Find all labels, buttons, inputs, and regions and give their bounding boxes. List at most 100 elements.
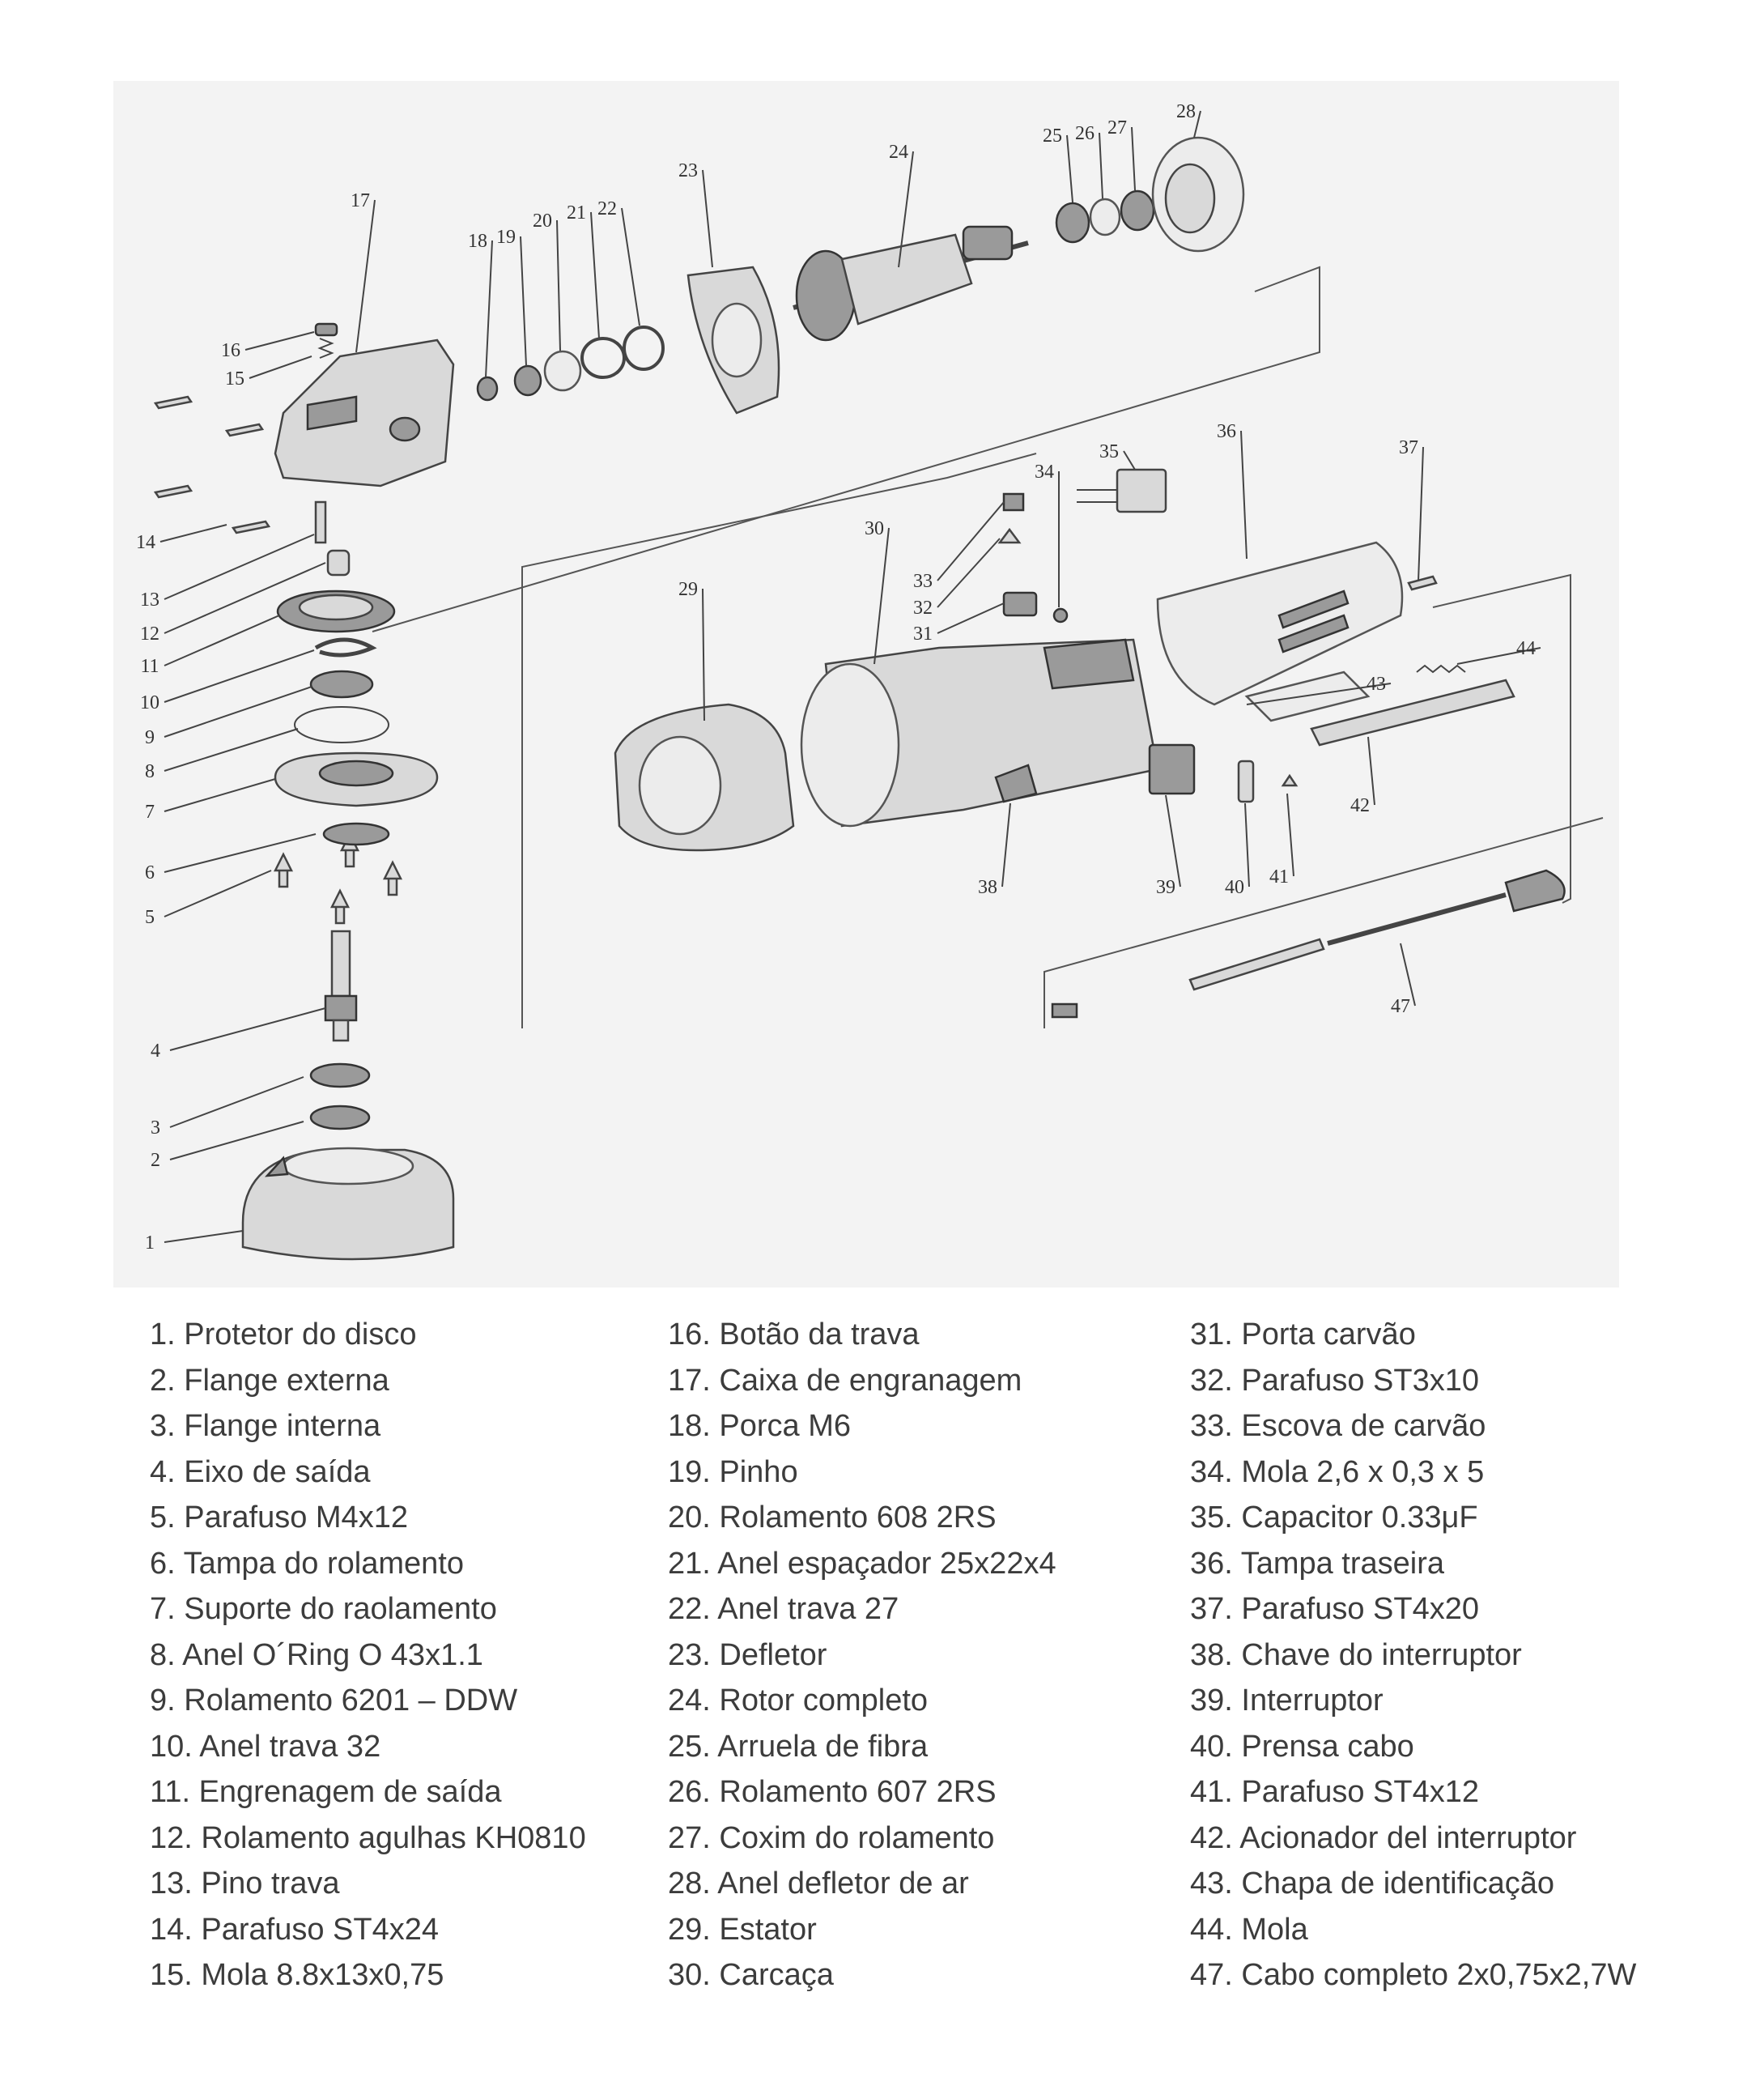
callout-leader-30 bbox=[873, 527, 890, 665]
callout-label-33: 33 bbox=[913, 571, 933, 592]
part-rear-cover bbox=[1156, 541, 1404, 706]
legend-item: 12. Rolamento agulhas KH0810 bbox=[150, 1820, 586, 1855]
group-frame-housing bbox=[521, 453, 1037, 1028]
legend-item: 34. Mola 2,6 x 0,3 x 5 bbox=[1190, 1454, 1485, 1489]
legend-item: 4. Eixo de saída bbox=[150, 1454, 371, 1489]
callout-leader-23 bbox=[702, 169, 713, 268]
legend-item: 2. Flange externa bbox=[150, 1363, 389, 1398]
callout-label-44: 44 bbox=[1516, 638, 1536, 659]
part-needle-bearing bbox=[326, 549, 351, 577]
callout-label-43: 43 bbox=[1367, 674, 1386, 695]
legend-item: 30. Carcaça bbox=[668, 1958, 834, 1992]
callout-label-2: 2 bbox=[151, 1150, 160, 1171]
legend-item: 14. Parafuso ST4x24 bbox=[150, 1912, 439, 1947]
legend-item: 1. Protetor do disco bbox=[150, 1317, 417, 1351]
callout-label-6: 6 bbox=[145, 862, 155, 883]
callout-leader-8 bbox=[164, 728, 299, 772]
legend-item: 20. Rolamento 608 2RS bbox=[668, 1500, 997, 1535]
part-rotor bbox=[793, 225, 1029, 342]
callout-leader-32 bbox=[937, 538, 1001, 608]
legend-item: 38. Chave do interruptor bbox=[1190, 1637, 1522, 1672]
legend-item: 35. Capacitor 0.33μF bbox=[1190, 1500, 1478, 1535]
legend-item: 9. Rolamento 6201 – DDW bbox=[150, 1684, 518, 1718]
callout-leader-15 bbox=[249, 355, 312, 379]
callout-label-28: 28 bbox=[1176, 101, 1196, 122]
legend-item: 22. Anel trava 27 bbox=[668, 1592, 899, 1626]
callout-label-29: 29 bbox=[678, 579, 698, 600]
callout-leader-21 bbox=[590, 211, 600, 339]
legend-column-3: 31. Porta carvão 32. Parafuso ST3x10 33.… bbox=[1190, 1312, 1692, 1999]
callout-leader-4 bbox=[169, 1007, 326, 1051]
callout-label-36: 36 bbox=[1217, 421, 1236, 442]
part-output-gear bbox=[276, 590, 396, 633]
legend-item: 42. Acionador del interruptor bbox=[1190, 1820, 1577, 1855]
legend-item: 13. Pino trava bbox=[150, 1867, 340, 1901]
legend-item: 8. Anel O´Ring O 43x1.1 bbox=[150, 1637, 483, 1672]
callout-label-38: 38 bbox=[978, 877, 997, 898]
callout-leader-36 bbox=[1240, 430, 1248, 560]
legend-item: 44. Mola bbox=[1190, 1912, 1308, 1947]
callout-leader-29 bbox=[702, 588, 705, 722]
group-frame-switch bbox=[1432, 573, 1571, 904]
legend-item: 6. Tampa do rolamento bbox=[150, 1546, 464, 1581]
callout-leader-31 bbox=[937, 602, 1005, 634]
legend-item: 41. Parafuso ST4x12 bbox=[1190, 1775, 1479, 1809]
legend-column-2: 16. Botão da trava 17. Caixa de engranag… bbox=[668, 1312, 1170, 1999]
legend-item: 28. Anel defletor de ar bbox=[668, 1867, 969, 1901]
part-switch-key bbox=[994, 764, 1038, 803]
callout-leader-47 bbox=[1400, 943, 1416, 1007]
callout-label-47: 47 bbox=[1391, 996, 1410, 1017]
part-brush-holder bbox=[997, 492, 1038, 617]
callout-leader-35 bbox=[1123, 450, 1136, 470]
part-spring bbox=[1416, 664, 1466, 674]
callout-label-15: 15 bbox=[225, 368, 244, 389]
part-cable bbox=[1051, 869, 1566, 1019]
callout-label-7: 7 bbox=[145, 802, 155, 823]
part-bearing-cushion bbox=[1120, 189, 1155, 232]
callout-leader-33 bbox=[937, 501, 1005, 581]
part-deflector bbox=[686, 266, 780, 415]
part-screws-m4x12 bbox=[273, 832, 403, 925]
legend-item: 33. Escova de carvão bbox=[1190, 1409, 1486, 1443]
legend-item: 26. Rolamento 607 2RS bbox=[668, 1775, 997, 1809]
part-switch bbox=[1148, 743, 1196, 795]
callout-label-26: 26 bbox=[1075, 123, 1095, 144]
callout-leader-27 bbox=[1131, 126, 1136, 191]
callout-leader-37 bbox=[1418, 446, 1424, 582]
callout-label-42: 42 bbox=[1350, 795, 1370, 816]
callout-leader-14 bbox=[159, 524, 227, 543]
part-lock-pin bbox=[314, 500, 327, 544]
legend-item: 39. Interruptor bbox=[1190, 1684, 1384, 1718]
parts-legend: 1. Protetor do disco 2. Flange externa 3… bbox=[150, 1312, 1688, 1992]
part-inner-flange bbox=[309, 1062, 371, 1088]
part-screw-st4x12 bbox=[1281, 773, 1299, 787]
callout-label-31: 31 bbox=[913, 624, 933, 645]
callout-label-19: 19 bbox=[496, 227, 516, 248]
part-motor-housing bbox=[800, 638, 1159, 828]
callout-label-17: 17 bbox=[351, 190, 370, 211]
callout-leader-44 bbox=[1456, 647, 1541, 665]
callout-label-16: 16 bbox=[221, 340, 240, 361]
legend-item: 32. Parafuso ST3x10 bbox=[1190, 1363, 1479, 1398]
callout-label-22: 22 bbox=[597, 198, 617, 219]
part-fiber-washer bbox=[1055, 202, 1090, 244]
callout-leader-20 bbox=[556, 219, 561, 351]
callout-leader-11 bbox=[164, 615, 280, 666]
group-frame-rotor bbox=[372, 266, 1320, 632]
callout-leader-13 bbox=[164, 534, 315, 600]
legend-item: 17. Caixa de engranagem bbox=[668, 1363, 1022, 1398]
callout-leader-5 bbox=[164, 870, 272, 917]
callout-label-8: 8 bbox=[145, 761, 155, 782]
group-frame-cable bbox=[1044, 817, 1604, 1028]
callout-leader-19 bbox=[520, 236, 527, 367]
callout-label-35: 35 bbox=[1099, 441, 1119, 462]
part-bearing-607 bbox=[1089, 198, 1121, 236]
part-lock-button bbox=[314, 322, 338, 359]
part-o-ring bbox=[294, 706, 389, 743]
callout-leader-1 bbox=[164, 1230, 244, 1243]
callout-label-20: 20 bbox=[533, 211, 552, 232]
legend-item: 15. Mola 8.8x13x0,75 bbox=[150, 1958, 444, 1992]
callout-leader-10 bbox=[164, 649, 315, 703]
callout-leader-22 bbox=[621, 207, 640, 326]
